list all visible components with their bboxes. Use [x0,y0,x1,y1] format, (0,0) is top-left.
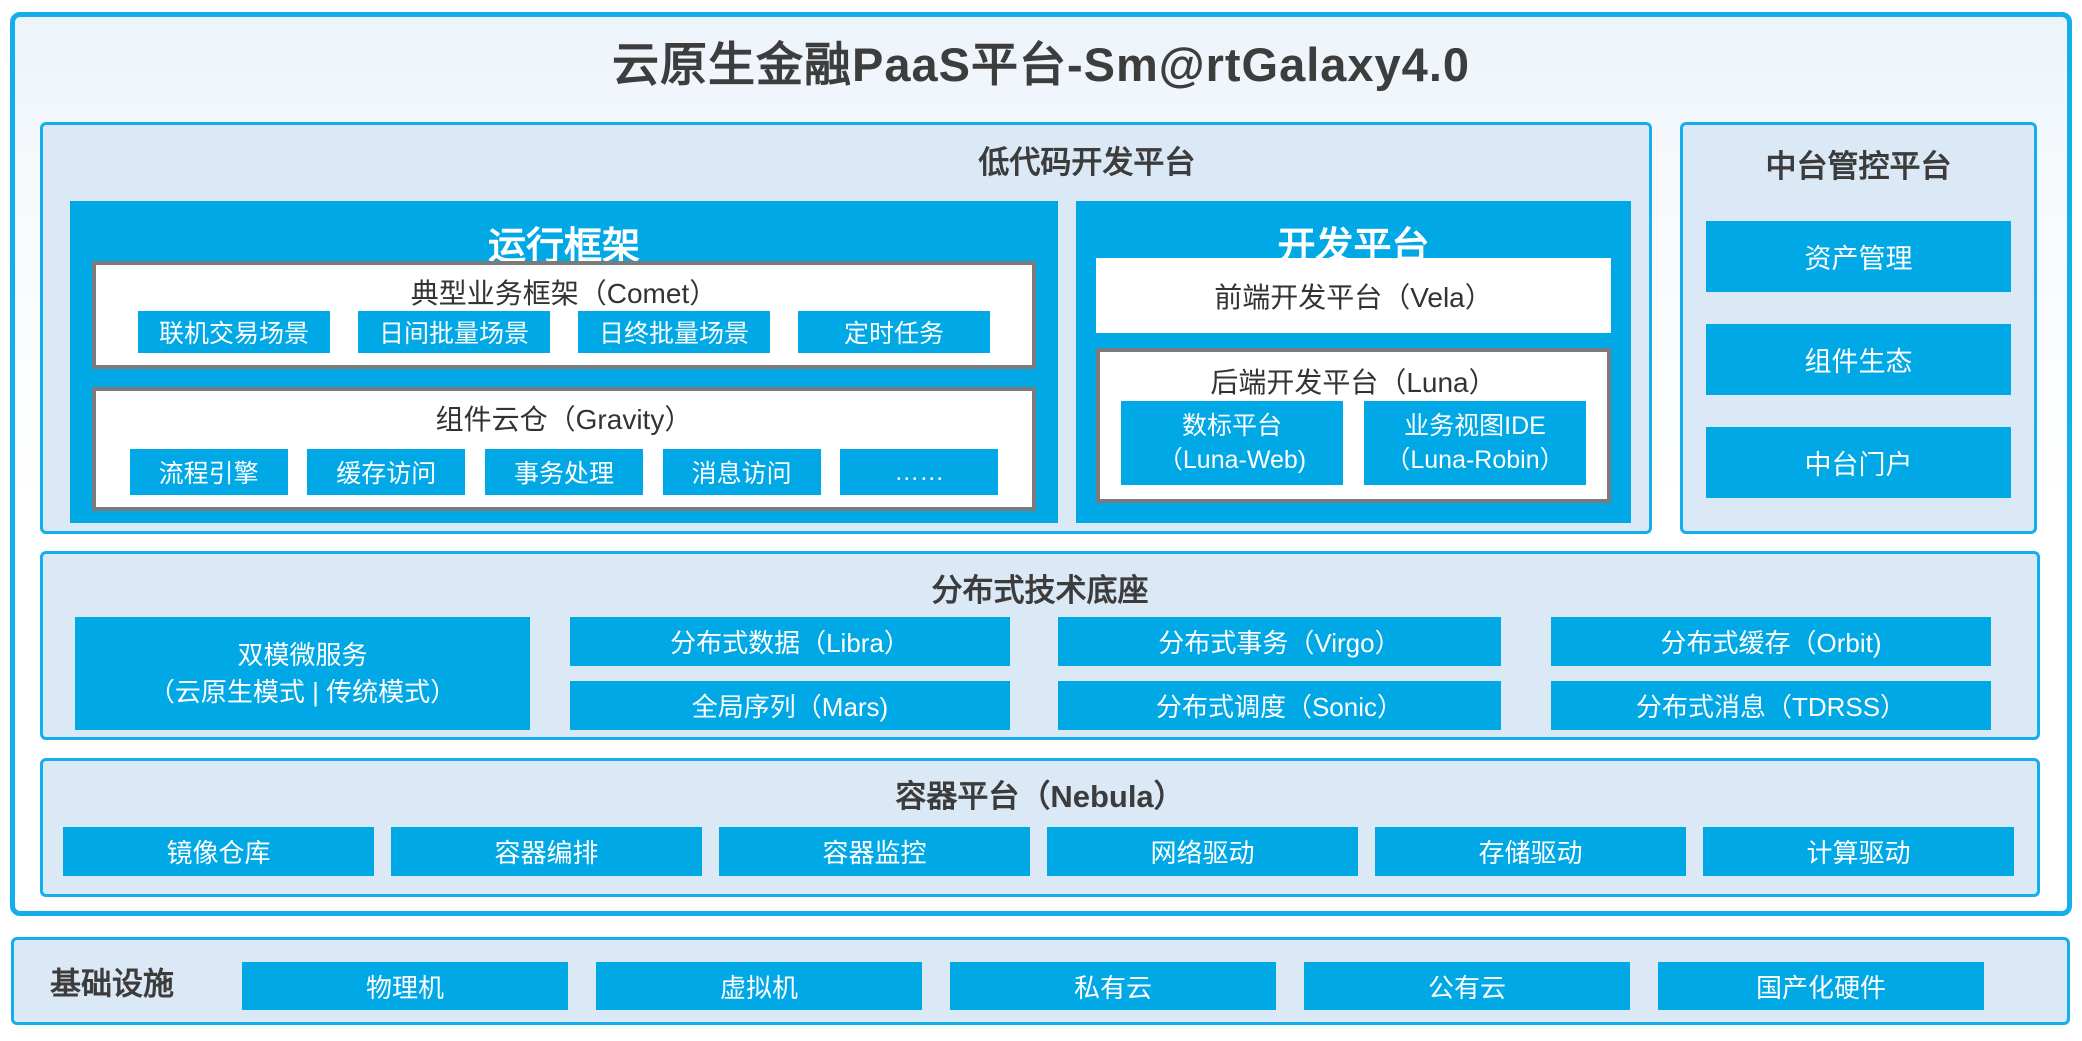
gravity-box-title: 组件云仓（Gravity） [435,404,693,435]
node-dual-mode-microservice: 双模微服务 （云原生模式 | 传统模式） [75,617,530,730]
page-title: 云原生金融PaaS平台-Sm@rtGalaxy4.0 [611,38,1471,91]
gravity-items-row: 流程引擎 缓存访问 事务处理 消息访问 …… [96,449,1032,495]
node-physical-machine: 物理机 [242,962,568,1010]
node-network-driver: 网络驱动 [1047,827,1358,876]
luna-robin-line2: （Luna-Robin） [1385,446,1565,474]
node-storage-driver: 存储驱动 [1375,827,1686,876]
node-eod-batch: 日终批量场景 [578,311,770,353]
infrastructure-panel: 基础设施 物理机 虚拟机 私有云 公有云 国产化硬件 [11,937,2070,1025]
runtime-framework-title: 运行框架 [487,226,640,268]
vela-frontend-box: 前端开发平台（Vela） [1096,258,1611,333]
container-platform-header: 容器平台（Nebula） [895,779,1185,814]
node-distributed-transaction-virgo: 分布式事务（Virgo） [1058,617,1501,666]
node-compute-driver: 计算驱动 [1703,827,2014,876]
lowcode-platform-panel: 低代码开发平台 运行框架 典型业务框架（Comet） 联机交易场景 日间批量场景… [40,122,1652,534]
distributed-base-panel: 分布式技术底座 双模微服务 （云原生模式 | 传统模式） 分布式数据（Libra… [40,551,2040,740]
runtime-framework-block: 运行框架 典型业务框架（Comet） 联机交易场景 日间批量场景 日终批量场景 … [70,201,1058,523]
infrastructure-header: 基础设施 [50,966,174,1002]
node-scheduled-task: 定时任务 [798,311,990,353]
container-platform-panel: 容器平台（Nebula） 镜像仓库 容器编排 容器监控 网络驱动 存储驱动 计算… [40,758,2040,897]
midplatform-control-panel: 中台管控平台 资产管理 组件生态 中台门户 [1680,122,2037,534]
node-ellipsis: …… [840,449,999,495]
node-domestic-hardware: 国产化硬件 [1658,962,1984,1010]
node-distributed-cache-orbit: 分布式缓存（Orbit) [1551,617,1991,666]
luna-robin-line1: 业务视图IDE [1404,412,1546,440]
node-global-sequence-mars: 全局序列（Mars) [570,681,1010,730]
node-luna-web: 数标平台 （Luna-Web) [1121,401,1343,485]
node-private-cloud: 私有云 [950,962,1276,1010]
node-public-cloud: 公有云 [1304,962,1630,1010]
dual-mode-line2: （云原生模式 | 传统模式） [148,676,457,707]
node-daytime-batch: 日间批量场景 [358,311,550,353]
node-midplatform-portal: 中台门户 [1706,427,2011,498]
node-distributed-message-tdrss: 分布式消息（TDRSS） [1551,681,1991,730]
luna-web-line2: （Luna-Web) [1157,446,1307,474]
comet-items-row: 联机交易场景 日间批量场景 日终批量场景 定时任务 [96,311,1032,353]
dev-platform-title: 开发平台 [1277,226,1430,268]
luna-box-title: 后端开发平台（Luna） [1210,367,1497,398]
node-virtual-machine: 虚拟机 [596,962,922,1010]
lowcode-platform-header: 低代码开发平台 [978,145,1196,180]
node-distributed-scheduling-sonic: 分布式调度（Sonic） [1058,681,1501,730]
node-container-monitoring: 容器监控 [719,827,1030,876]
comet-framework-box: 典型业务框架（Comet） 联机交易场景 日间批量场景 日终批量场景 定时任务 [92,261,1036,369]
luna-backend-box: 后端开发平台（Luna） 数标平台 （Luna-Web) 业务视图IDE （Lu… [1096,348,1611,503]
node-container-orchestration: 容器编排 [391,827,702,876]
node-online-trading: 联机交易场景 [138,311,330,353]
node-image-registry: 镜像仓库 [63,827,374,876]
comet-box-title: 典型业务框架（Comet） [410,278,718,309]
distributed-header: 分布式技术底座 [931,573,1149,608]
gravity-component-box: 组件云仓（Gravity） 流程引擎 缓存访问 事务处理 消息访问 …… [92,387,1036,511]
node-luna-robin: 业务视图IDE （Luna-Robin） [1364,401,1586,485]
luna-web-line1: 数标平台 [1181,412,1282,440]
node-transaction-processing: 事务处理 [484,449,643,495]
node-asset-management: 资产管理 [1706,221,2011,292]
luna-items-row: 数标平台 （Luna-Web) 业务视图IDE （Luna-Robin） [1100,401,1607,485]
node-message-access: 消息访问 [662,449,821,495]
node-process-engine: 流程引擎 [129,449,288,495]
node-cache-access: 缓存访问 [307,449,466,495]
dev-platform-block: 开发平台 前端开发平台（Vela） 后端开发平台（Luna） 数标平台 （Lun… [1076,201,1631,523]
node-distributed-data-libra: 分布式数据（Libra） [570,617,1010,666]
midplatform-header: 中台管控平台 [1765,149,1952,184]
dual-mode-line1: 双模微服务 [237,639,368,670]
node-component-ecosystem: 组件生态 [1706,324,2011,395]
